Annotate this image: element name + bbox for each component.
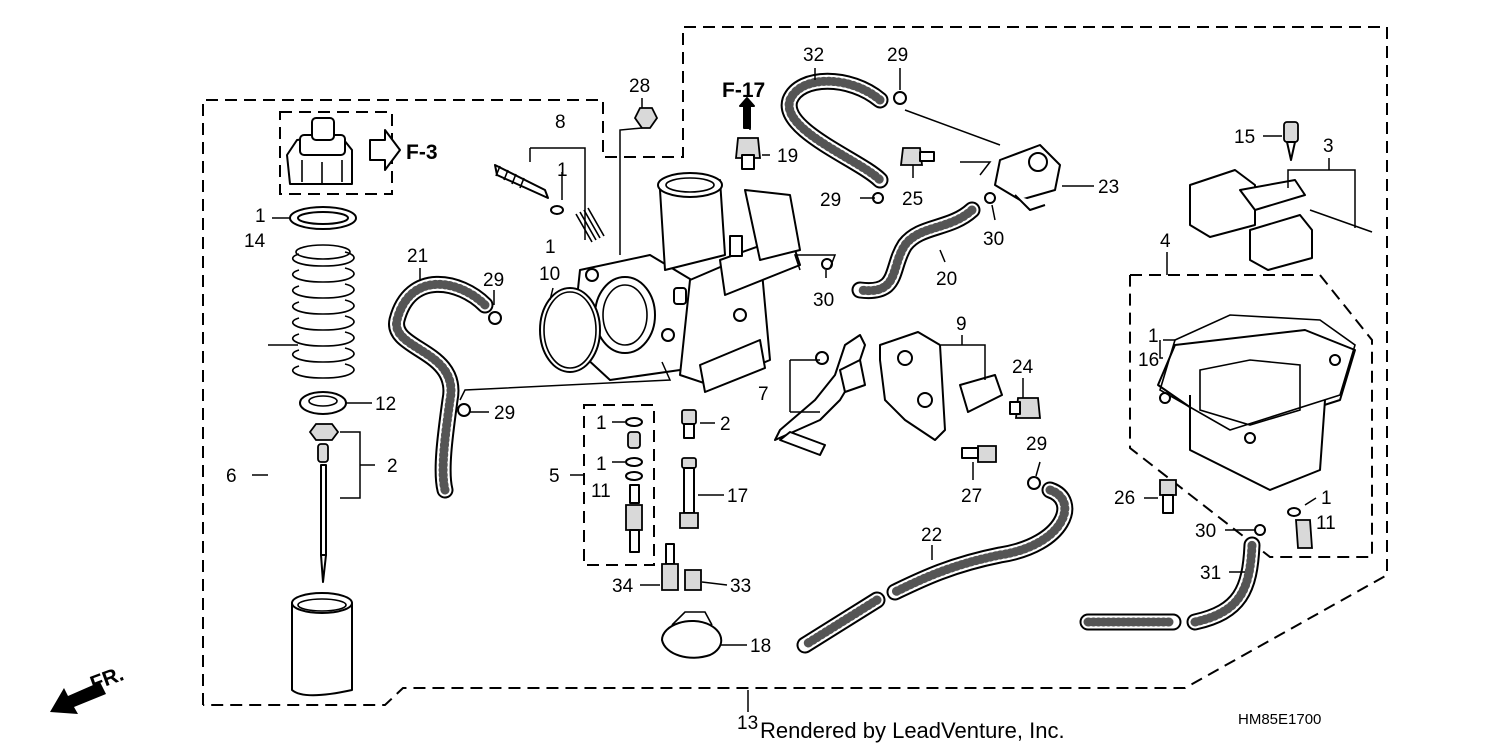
callout-1: 1 xyxy=(1148,326,1159,347)
leader-lines xyxy=(252,68,1356,712)
diagram-code: HM85E1700 xyxy=(1238,711,1321,728)
jet-set-5 xyxy=(625,417,643,553)
callout-17: 17 xyxy=(727,486,748,507)
reference-f3: F-3 xyxy=(406,141,438,164)
callout-15: 15 xyxy=(1234,127,1255,148)
needle-jet-holder-17 xyxy=(679,457,699,529)
air-cut-valve-23 xyxy=(994,144,1061,211)
callout-33: 33 xyxy=(730,576,751,597)
assembly-boundary-4 xyxy=(1129,274,1373,558)
callout-23: 23 xyxy=(1098,177,1119,198)
hose-21 xyxy=(388,275,494,499)
callout-numbers: 28 8 1 19 32 29 29 25 23 30 20 30 15 3 4… xyxy=(226,45,1336,734)
callout-29: 29 xyxy=(494,403,515,424)
callout-1: 1 xyxy=(545,237,556,258)
float-valve-15 xyxy=(1283,121,1299,161)
throttle-valve xyxy=(291,592,353,697)
jet-33 xyxy=(684,569,702,591)
screw-24 xyxy=(1009,397,1041,419)
footer-credit: Rendered by LeadVenture, Inc. xyxy=(760,718,1065,743)
assembly-boundary-5 xyxy=(583,404,655,566)
callout-11: 11 xyxy=(591,481,611,502)
callout-4: 4 xyxy=(1160,231,1171,252)
callout-19: 19 xyxy=(777,146,798,167)
reference-f17: F-17 xyxy=(722,79,765,129)
bolt-19 xyxy=(735,137,761,170)
throttle-spring xyxy=(292,244,355,379)
hose-20 xyxy=(851,201,981,300)
callout-28: 28 xyxy=(629,76,650,97)
throttle-stop-screw-8 xyxy=(494,164,605,243)
callout-9: 9 xyxy=(956,314,967,335)
callout-22: 22 xyxy=(921,525,942,546)
screw-27 xyxy=(961,445,997,463)
callout-14: 14 xyxy=(244,231,266,252)
carburetor-body xyxy=(571,172,801,393)
drain-screw-11 xyxy=(1287,507,1313,549)
float-chamber-4 xyxy=(1157,329,1356,491)
callout-29: 29 xyxy=(820,190,841,211)
hose-31-right xyxy=(1186,536,1261,631)
choke-bracket-9 xyxy=(879,331,1003,441)
front-direction-arrow: FR. xyxy=(50,662,127,714)
callout-10: 10 xyxy=(539,264,560,285)
callout-27: 27 xyxy=(961,486,982,507)
float-3 xyxy=(1189,169,1373,271)
carburetor-top-cap xyxy=(286,117,353,185)
callout-29: 29 xyxy=(1026,434,1047,455)
callout-30: 30 xyxy=(813,290,834,311)
screw-28 xyxy=(633,107,659,129)
main-jet-2 xyxy=(681,409,697,439)
callout-25: 25 xyxy=(902,189,923,210)
callout-16: 16 xyxy=(1138,350,1159,371)
callout-3: 3 xyxy=(1323,136,1334,157)
callout-7: 7 xyxy=(758,384,769,405)
callout-24: 24 xyxy=(1012,357,1034,378)
callout-32: 32 xyxy=(803,45,824,66)
o-ring-10 xyxy=(539,287,601,373)
assembly-boundary-13 xyxy=(202,26,1388,706)
svg-text:FR.: FR. xyxy=(87,662,127,695)
hose-clips xyxy=(457,91,1266,536)
callout-30: 30 xyxy=(1195,521,1216,542)
callout-34: 34 xyxy=(612,576,634,597)
callout-31: 31 xyxy=(1200,563,1221,584)
callout-2: 2 xyxy=(720,414,731,435)
callout-12: 12 xyxy=(375,394,396,415)
float-chamber-cover-18 xyxy=(661,611,723,659)
callout-1: 1 xyxy=(596,413,607,434)
chamber-gasket-16 xyxy=(1159,314,1356,431)
top-gasket xyxy=(289,206,357,230)
callout-1: 1 xyxy=(255,206,266,227)
callout-1: 1 xyxy=(557,160,568,181)
hose-22-upper xyxy=(886,481,1074,601)
callout-1: 1 xyxy=(1321,488,1332,509)
pilot-screw-34 xyxy=(661,543,679,591)
callout-13: 13 xyxy=(737,713,758,734)
callout-29: 29 xyxy=(483,270,504,291)
callout-6: 6 xyxy=(226,466,237,487)
callout-8: 8 xyxy=(555,112,566,133)
callout-30: 30 xyxy=(983,229,1004,250)
jet-needle-assembly xyxy=(308,423,340,583)
screw-25 xyxy=(899,147,935,166)
f3-reference-arrow xyxy=(369,129,401,171)
callout-1: 1 xyxy=(596,454,607,475)
callout-5: 5 xyxy=(549,466,560,487)
callout-11: 11 xyxy=(1316,513,1336,534)
callout-20: 20 xyxy=(936,269,957,290)
callout-26: 26 xyxy=(1114,488,1135,509)
hose-32 xyxy=(780,72,889,189)
svg-text:F-17: F-17 xyxy=(722,79,765,102)
callout-18: 18 xyxy=(750,636,771,657)
hose-22-lower xyxy=(796,591,886,654)
callout-29: 29 xyxy=(887,45,908,66)
choke-lever-7 xyxy=(774,334,866,456)
needle-retainer-12 xyxy=(299,391,347,415)
callout-2: 2 xyxy=(387,456,398,477)
drain-screw-26 xyxy=(1159,479,1177,514)
callout-21: 21 xyxy=(407,246,428,267)
